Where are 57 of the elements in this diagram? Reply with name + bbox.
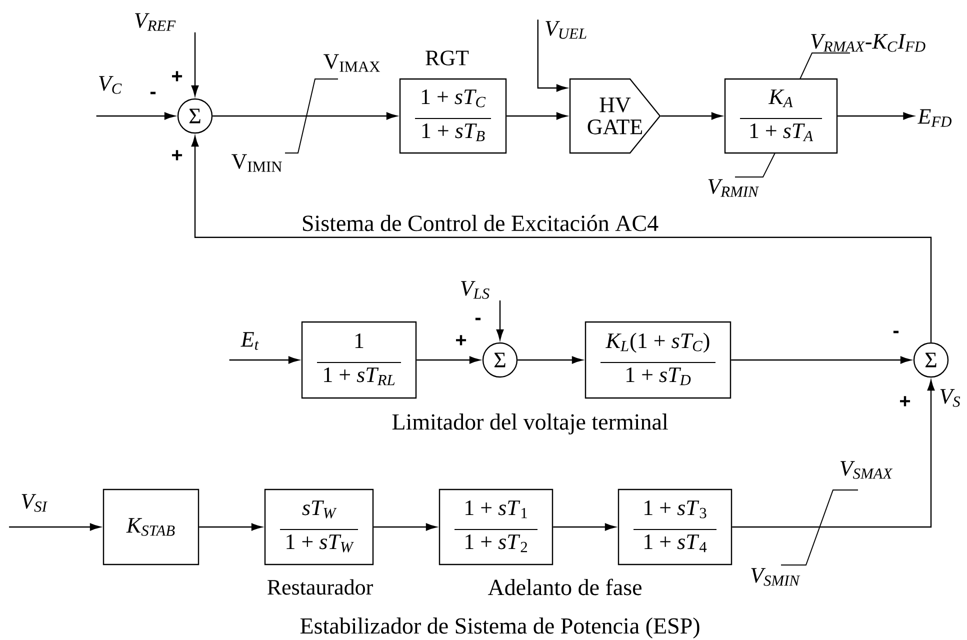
- arrow: [496, 300, 504, 340]
- signal-label: V$_{S}$: [940, 389, 960, 407]
- sign-label: -: [475, 318, 481, 320]
- signal-label: V$_{REF}$: [135, 13, 176, 31]
- sign-label: +: [172, 150, 182, 160]
- arrow: [838, 112, 914, 120]
- signal-label: V$_{LS}$: [461, 281, 490, 299]
- arrow: [506, 112, 568, 120]
- limit-label: V$_{IMIN}$: [232, 154, 282, 172]
- transfer-block: sT$_{W}$ 1 + sT$_{W}$: [264, 488, 374, 566]
- transfer-block: 1 + sT$_{1}$ 1 + sT$_{2}$: [438, 488, 554, 566]
- transfer-block: 1 + sT$_{C}$ 1 + sT$_{B}$: [399, 78, 507, 154]
- section-caption: Adelanto de fase: [488, 578, 642, 596]
- sign-label: -: [893, 330, 899, 334]
- limit-label: V$_{RMIN}$: [708, 179, 759, 197]
- arrow: [553, 523, 616, 531]
- arrow: [9, 523, 101, 531]
- summing-junction: Σ: [482, 342, 518, 378]
- summing-junction: Σ: [913, 342, 949, 378]
- sign-label: +: [456, 335, 466, 346]
- signal-label: E$_{t}$: [240, 332, 259, 350]
- block-title: RGT: [426, 50, 469, 66]
- transfer-block: 1 + sT$_{3}$ 1 + sT$_{4}$: [618, 488, 732, 566]
- limit-label: V$_{RMAX}$-K$_{C}$I$_{FD}$: [811, 34, 926, 52]
- signal-label: V$_{UEL}$: [546, 21, 586, 39]
- arrow: [191, 136, 932, 342]
- section-caption: Limitador del voltaje terminal: [392, 414, 668, 434]
- transfer-block: K$_{A}$ 1 + sT$_{A}$: [724, 78, 838, 154]
- transfer-block: K$_{STAB}$: [102, 488, 200, 566]
- arrow: [229, 356, 300, 364]
- sign-label: -: [150, 92, 156, 94]
- transfer-block: K$_{L}$(1 + sT$_{C}$) 1 + sT$_{D}$: [584, 321, 732, 399]
- arrow: [660, 112, 722, 120]
- arrow: [731, 356, 911, 364]
- sign-label: +: [900, 396, 910, 406]
- arrow: [96, 112, 176, 120]
- block-caption: Restaurador: [268, 579, 373, 595]
- arrow: [518, 356, 583, 364]
- arrow: [537, 20, 568, 92]
- transfer-block: 1 1 + sT$_{RL}$: [301, 321, 417, 399]
- summing-junction: Σ: [177, 98, 213, 134]
- section-caption: Sistema de Control de Excitación AC4: [303, 214, 658, 232]
- limit-label: V$_{SMIN}$: [751, 568, 800, 586]
- signal-label: V$_{C}$: [99, 76, 122, 94]
- arrow: [212, 112, 398, 120]
- section-caption: Estabilizador de Sistema de Potencia (ESP): [300, 618, 700, 638]
- arrow: [374, 523, 437, 531]
- arrow: [732, 380, 935, 528]
- sign-label: +: [172, 71, 182, 82]
- signal-label: E$_{FD}$: [918, 109, 952, 127]
- arrow: [199, 523, 262, 531]
- limit-label: V$_{IMAX}$: [324, 54, 380, 72]
- limit-label: V$_{SMAX}$: [840, 461, 893, 479]
- arrow: [191, 32, 199, 96]
- signal-label: V$_{SI}$: [22, 494, 48, 512]
- arrow: [416, 356, 480, 364]
- gate-block: HV GATE: [569, 78, 661, 154]
